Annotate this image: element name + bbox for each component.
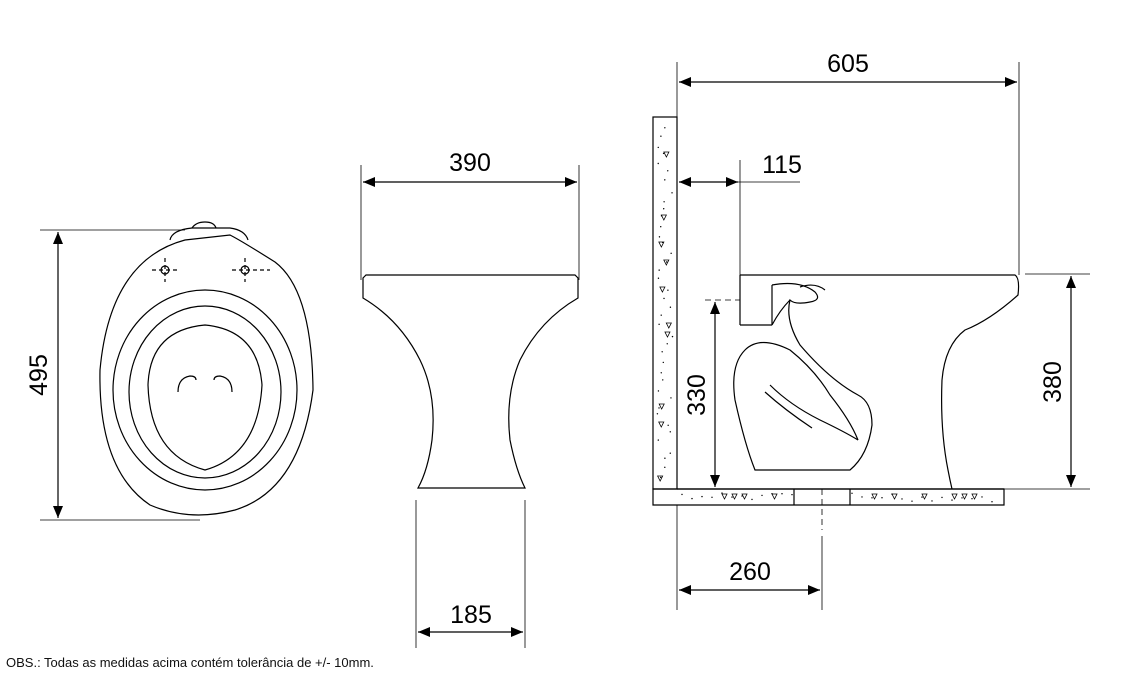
tolerance-note: OBS.: Todas as medidas acima contém tole… [6, 655, 374, 670]
dim-side-height: 380 [1039, 361, 1067, 403]
top-view-hinge-block [169, 227, 249, 241]
top-view [40, 221, 314, 521]
side-view-wall [652, 116, 678, 490]
top-view-fixing-hole-left [152, 258, 178, 282]
dim-front-width: 390 [449, 149, 491, 177]
side-view-toilet-body [740, 274, 1020, 490]
top-view-fixing-hole-right [232, 258, 270, 282]
dim-side-outlet-offset: 115 [762, 151, 802, 179]
dim-side-length: 605 [827, 50, 869, 78]
front-view-outline [362, 274, 579, 489]
top-view-inner-ring [128, 305, 282, 479]
concrete-hatching [656, 127, 993, 503]
side-view-trap [733, 282, 873, 471]
top-view-bowl-opening [147, 324, 263, 471]
dim-top-depth: 495 [25, 354, 53, 396]
side-view [652, 62, 1090, 610]
dim-side-outlet-height: 330 [683, 374, 711, 416]
top-view-outer-rim [99, 234, 314, 516]
top-view-seat-ring [112, 289, 298, 491]
dim-front-base: 185 [450, 601, 492, 629]
side-view-floor [652, 488, 1005, 506]
dim-side-floor-outlet: 260 [729, 558, 771, 586]
front-view [360, 165, 580, 648]
